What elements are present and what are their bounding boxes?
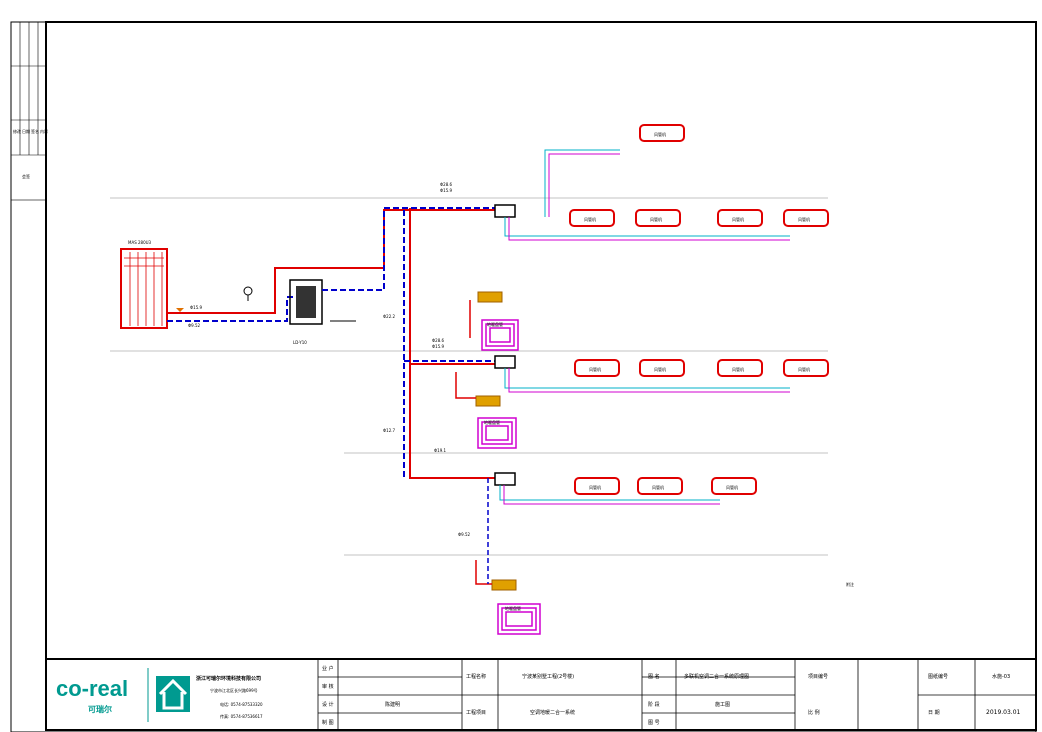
label-date: 日 期 [928,710,940,716]
company-tel: 电话: 0574-87533320 [220,701,263,707]
indoor-unit-row1-3: 风管机 [717,209,763,227]
outdoor-unit: MAS 280U3 [120,240,168,329]
pipe-label-riser-b: Φ12.7 [383,428,396,433]
label-check: 审 核 [322,683,334,690]
pipe-label-main-mid-a: Φ28.6 [432,338,445,343]
indoor-unit-row2-3: 风管机 [717,359,763,377]
pipe-label-riser-d: Φ9.52 [458,532,471,537]
indoor-unit-row3-1: 风管机 [574,477,620,495]
label-project-item: 工程项目 [466,709,486,716]
pipe-label-left-b: Φ9.52 [188,323,201,328]
indoor-unit-row2-2: 风管机 [639,359,685,377]
svg-text:风管机: 风管机 [589,484,601,490]
hydro-unit-code: LD-Y10 [293,340,307,345]
drawing-name: 多联机空调二合一系统原理图 [684,673,749,680]
hydro-module: LD-Y10 [289,279,323,345]
floor-heating-3: 地暖盘管 [491,579,541,635]
indoor-unit-row1-1: 风管机 [569,209,615,227]
svg-text:风管机: 风管机 [798,366,810,372]
valve-icon [176,308,184,312]
label-drawn: 制 图 [322,719,334,726]
label-project-no: 项目编号 [808,673,828,680]
pipe-label-left-a: Φ15.9 [190,305,203,310]
floor-heating-2: 地暖盘管 [475,395,517,449]
svg-text:风管机: 风管机 [650,216,662,222]
svg-text:风管机: 风管机 [798,216,810,222]
svg-text:签名: 签名 [31,128,39,134]
pipe-label-riser-c: Φ19.1 [434,448,447,453]
indoor-unit-row2-1: 风管机 [574,359,620,377]
svg-text:风管机: 风管机 [652,484,664,490]
svg-text:风管机: 风管机 [654,131,666,137]
svg-text:修改: 修改 [13,128,21,134]
svg-text:风管机: 风管机 [726,484,738,490]
svg-text:日期: 日期 [22,128,30,134]
svg-text:风管机: 风管机 [732,216,744,222]
svg-text:地暖盘管: 地暖盘管 [487,321,503,327]
svg-text:会签: 会签 [22,173,30,179]
project-item: 空调地暖二合一系统 [530,709,575,716]
gas-main-top [322,207,495,291]
logo-wordmark: co-real [56,676,128,701]
branch-top-2 [548,153,620,217]
pipe-label-main-mid-b: Φ15.9 [432,344,445,349]
svg-text:内容: 内容 [40,128,48,134]
svg-text:地暖盘管: 地暖盘管 [484,419,500,425]
floor-heating-1: 地暖盘管 [477,291,519,351]
drawing-note: 附注 [846,581,854,587]
pipe-label-main-top-b: Φ15.9 [440,188,453,193]
branch-top [544,149,620,217]
indoor-unit-row3-3: 风管机 [711,477,757,495]
indoor-unit-row1-2: 风管机 [635,209,681,227]
revision-strip: 修改 日期 签名 内容 会签 [10,21,48,201]
floor-heating-feeds [455,300,492,585]
pipe-label-riser-a: Φ22.2 [383,314,396,319]
svg-text:地暖盘管: 地暖盘管 [505,605,521,611]
svg-text:风管机: 风管机 [732,366,744,372]
indoor-unit-row1-4: 风管机 [783,209,829,227]
company-logo: co-real 可瑞尔 [56,668,190,722]
label-drawing-no: 图 号 [648,720,660,726]
company-address: 宁波市江北区长兴路699号 [210,687,258,693]
outdoor-unit-label: MAS 280U3 [128,240,152,245]
label-ratio: 比 例 [808,709,820,716]
label-owner: 业 户 [322,665,334,672]
company-name: 浙江可瑞尔环境科技有限公司 [196,675,261,682]
label-stage: 阶 段 [648,701,660,708]
label-drawing-name: 图 名 [648,673,660,680]
riser-trunks [403,208,495,480]
floor-dividers [110,197,828,556]
stage-value: 施工图 [715,701,730,708]
outdoor-main-lines [167,209,495,322]
designer-name: 陈建明 [385,701,400,708]
project-name: 宁波某别墅工程(2号楼) [522,673,574,680]
indoor-unit-row2-4: 风管机 [783,359,829,377]
row-branches [499,217,790,505]
indoor-unit-row3-2: 风管机 [637,477,683,495]
indoor-unit-top-1: 风管机 [639,124,685,142]
logo-subtext: 可瑞尔 [88,704,112,714]
company-fax: 传真: 0574-87536617 [220,713,263,719]
svg-text:风管机: 风管机 [584,216,596,222]
label-design: 设 计 [322,701,334,708]
label-project-name: 工程名称 [466,673,486,680]
svg-text:风管机: 风管机 [589,366,601,372]
pipe-label-main-top-a: Φ28.6 [440,182,453,187]
svg-text:风管机: 风管机 [654,366,666,372]
label-sheet: 图纸编号 [928,673,948,680]
date-value: 2019.03.01 [986,709,1021,716]
sheet-no: 水施-03 [992,673,1010,680]
title-block: co-real 可瑞尔 浙江可瑞尔环境科技有限公司 宁波市江北区长兴路699号 … [45,658,1037,731]
